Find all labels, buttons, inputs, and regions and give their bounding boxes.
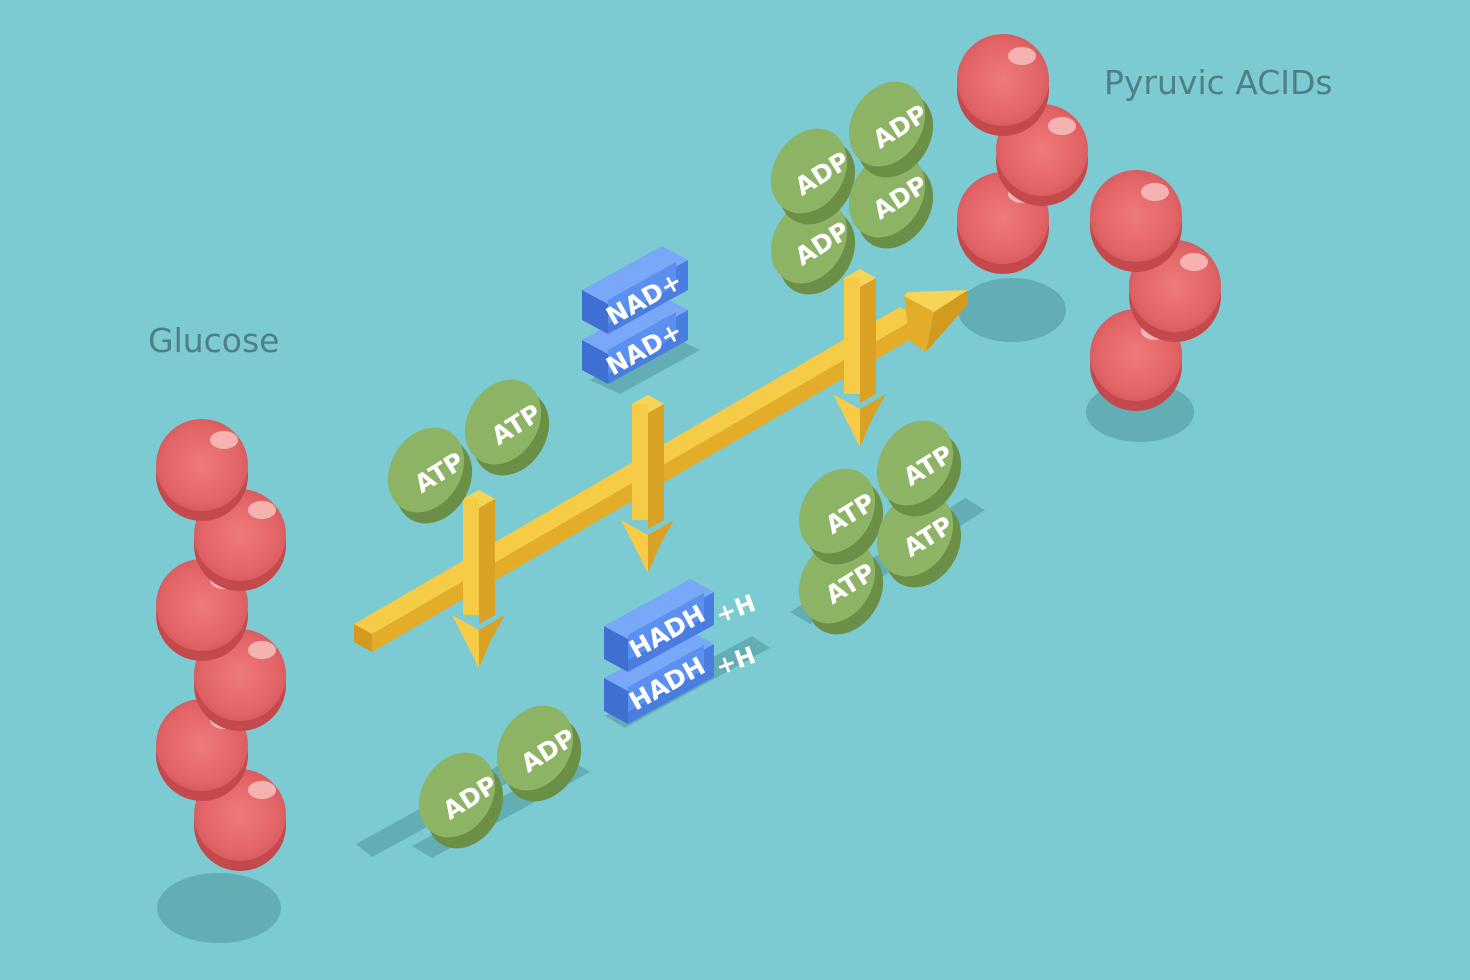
- glucose-sphere: [156, 419, 248, 521]
- adp-coin: ADP: [496, 705, 582, 802]
- atp-coin: ATP: [387, 427, 473, 524]
- adp-coin: ADP: [418, 752, 504, 849]
- down-arrow: [452, 490, 505, 668]
- glucose-sphere: [194, 489, 286, 591]
- atp-coin: ATP: [798, 468, 884, 565]
- pyruvic-chain-1: [957, 34, 1088, 274]
- pyruvic-acids-label: Pyruvic ACIDs: [1104, 63, 1333, 102]
- glucose-chain: [156, 419, 286, 871]
- glucose-sphere: [194, 769, 286, 871]
- pyruvic-chain-1-shadow: [958, 278, 1066, 342]
- adp-coin: ADP: [848, 81, 934, 178]
- adp-coin: ADP: [770, 198, 856, 295]
- atp-coin: ATP: [876, 491, 962, 588]
- nad-blocks-shadow: [590, 336, 700, 394]
- pyruvic-sphere: [957, 34, 1049, 136]
- pyruvic-sphere: [1090, 170, 1182, 272]
- adp-coin: ADP: [848, 152, 934, 249]
- glucose-label: Glucose: [148, 321, 279, 360]
- atp-coin: ATP: [464, 379, 550, 476]
- pyruvic-chain-2: [1090, 170, 1221, 411]
- atp-coin: ATP: [876, 420, 962, 517]
- down-arrow: [833, 269, 886, 447]
- adp-coin: ADP: [770, 128, 856, 225]
- glucose-chain-shadow: [157, 873, 281, 943]
- down-arrow: [621, 395, 674, 573]
- atp-coin: ATP: [798, 538, 884, 635]
